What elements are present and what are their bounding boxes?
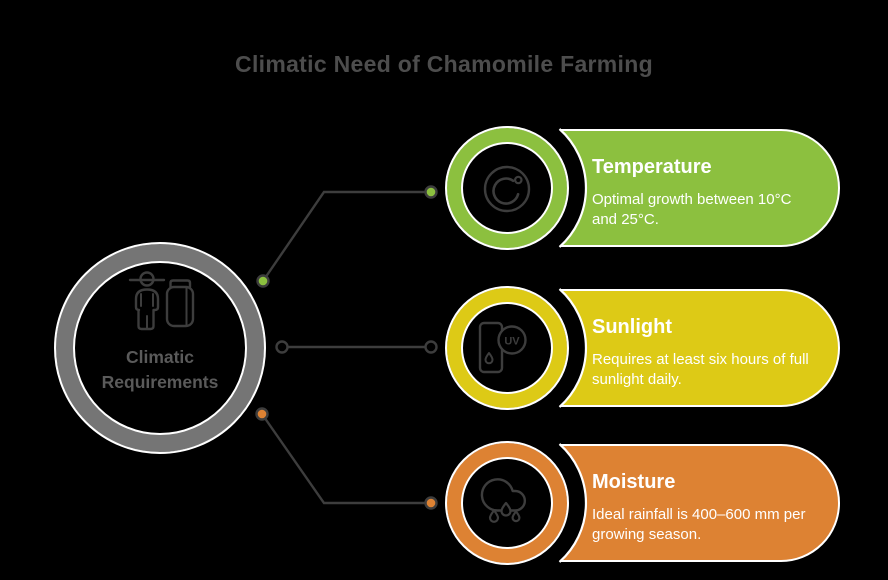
dot-sunlight-hub bbox=[275, 340, 289, 354]
celsius-thermometer-icon bbox=[483, 165, 531, 213]
hub-circle: Climatic Requirements bbox=[54, 242, 266, 454]
dot-moisture-hub bbox=[255, 407, 269, 421]
rain-cloud-icon bbox=[480, 478, 527, 523]
card-title-moisture: Moisture bbox=[592, 471, 676, 493]
dot-moisture-card bbox=[424, 496, 438, 510]
card-description-sunlight: Requires at least six hours of full sunl… bbox=[592, 351, 809, 388]
card-edge-arc-moisture bbox=[558, 443, 588, 563]
uv-text: UV bbox=[504, 336, 520, 348]
dot-temperature-hub bbox=[256, 274, 270, 288]
icon-circle-temperature bbox=[445, 126, 569, 250]
card-description-temperature: Optimal growth between 10°C and 25°C. bbox=[592, 191, 792, 228]
dot-sunlight-card bbox=[424, 340, 438, 354]
card-title-sunlight: Sunlight bbox=[592, 316, 672, 338]
connector-moisture bbox=[261, 413, 431, 505]
uv-sunscreen-icon: UV bbox=[478, 321, 527, 374]
dot-temperature-card bbox=[424, 185, 438, 199]
farmer-with-sack-icon bbox=[128, 271, 195, 331]
card-description-moisture: Ideal rainfall is 400–600 mm per growing… bbox=[592, 506, 806, 543]
icon-circle-sunlight: UV bbox=[445, 286, 569, 410]
hub-label: Climatic Requirements bbox=[101, 347, 219, 392]
page-title: Climatic Need of Chamomile Farming bbox=[235, 51, 653, 77]
card-title-temperature: Temperature bbox=[592, 156, 712, 178]
icon-circle-moisture bbox=[445, 441, 569, 565]
card-edge-arc-sunlight bbox=[558, 288, 588, 408]
connector-temperature bbox=[262, 190, 431, 282]
card-edge-arc-temperature bbox=[558, 128, 588, 248]
